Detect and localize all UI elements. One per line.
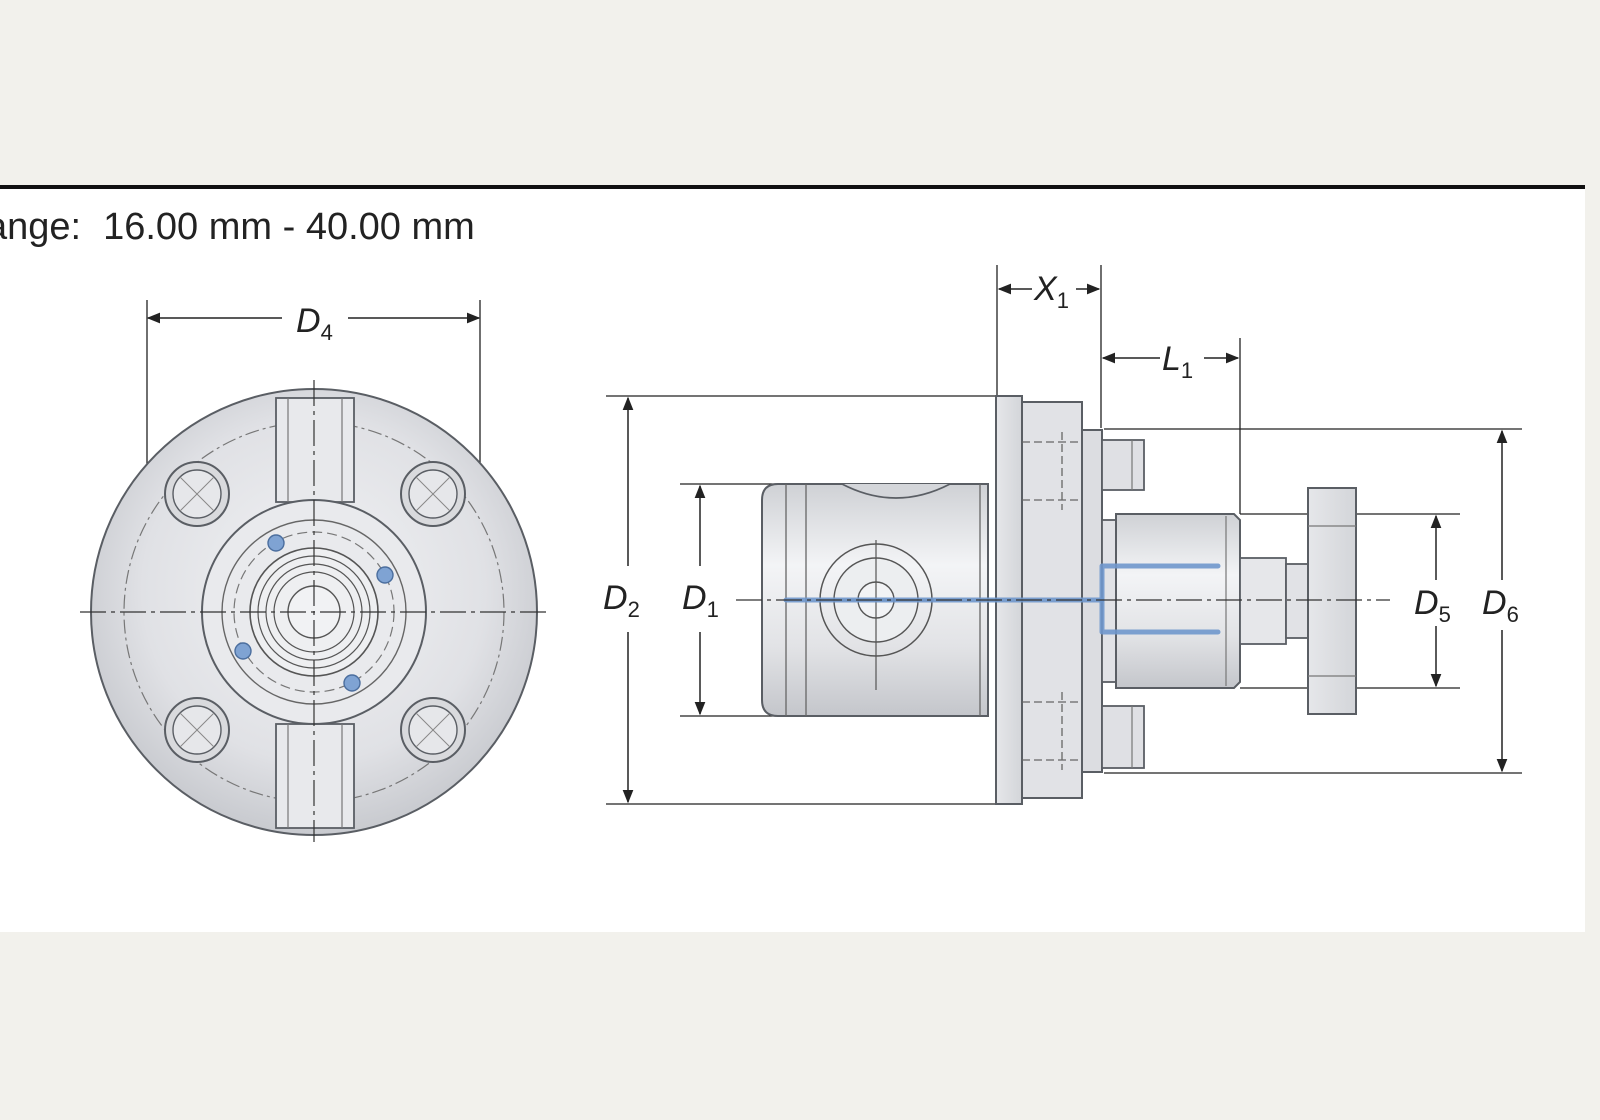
flange-front-view-icon: [80, 300, 548, 842]
dim-label-l1: L1: [1162, 340, 1193, 383]
range-label: ange:: [0, 206, 82, 248]
dim-label-x1: X1: [1033, 270, 1069, 313]
dim-label-d2: D2: [603, 579, 640, 622]
tool-holder-side-view-icon: [606, 265, 1522, 805]
coolant-port-icon: [234, 534, 394, 692]
range-value: 16.00 mm - 40.00 mm: [103, 206, 475, 248]
range-text: ange: 16.00 mm - 40.00 mm: [0, 206, 620, 249]
dim-label-d4: D4: [296, 302, 333, 345]
dim-label-d6: D6: [1482, 584, 1519, 627]
top-rule: [0, 185, 1585, 189]
bolt-hole-icon: [164, 461, 230, 527]
bolt-hole-icon: [164, 697, 230, 763]
dim-label-d1: D1: [682, 579, 719, 622]
bolt-hole-icon: [400, 697, 466, 763]
dim-label-d5: D5: [1414, 584, 1451, 627]
bolt-hole-icon: [400, 461, 466, 527]
